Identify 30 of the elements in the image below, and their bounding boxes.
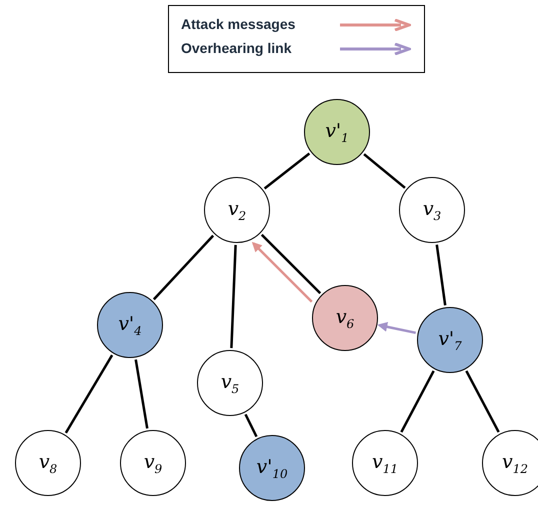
node-circle xyxy=(204,177,270,243)
tree-edge xyxy=(244,414,258,438)
legend-label: Attack messages xyxy=(181,16,296,32)
node-circle xyxy=(482,430,538,496)
legend-label: Overhearing link xyxy=(181,40,292,56)
node-label: v'$_{10}$ xyxy=(256,456,288,480)
arrow xyxy=(377,322,416,334)
tree-edge xyxy=(64,354,114,434)
node-label: v$_{6}$ xyxy=(336,306,354,330)
tree-edge xyxy=(134,359,148,429)
tree-edge xyxy=(264,152,310,190)
node-label: v$_{12}$ xyxy=(502,450,528,476)
tree-edge xyxy=(363,153,406,189)
node-label: v$_{9}$ xyxy=(144,450,162,476)
tree-edge xyxy=(230,244,237,348)
node-label: v$_{8}$ xyxy=(38,450,58,476)
node-label: v'$_{1}$ xyxy=(325,120,349,144)
node-label: v$_{3}$ xyxy=(422,198,442,222)
tree-edge xyxy=(152,234,214,300)
arrow xyxy=(252,242,313,303)
node-label: v$_{11}$ xyxy=(372,450,398,476)
node-label: v'$_{4}$ xyxy=(118,312,142,338)
tree-edge xyxy=(260,234,322,294)
node-label: v$_{2}$ xyxy=(228,198,246,222)
tree-edge xyxy=(436,244,446,306)
node-label: v$_{5}$ xyxy=(220,370,240,396)
node-label: v'$_{7}$ xyxy=(438,328,462,352)
tree-edge xyxy=(400,370,435,433)
node-circle xyxy=(97,292,163,358)
tree-edge xyxy=(465,370,500,433)
